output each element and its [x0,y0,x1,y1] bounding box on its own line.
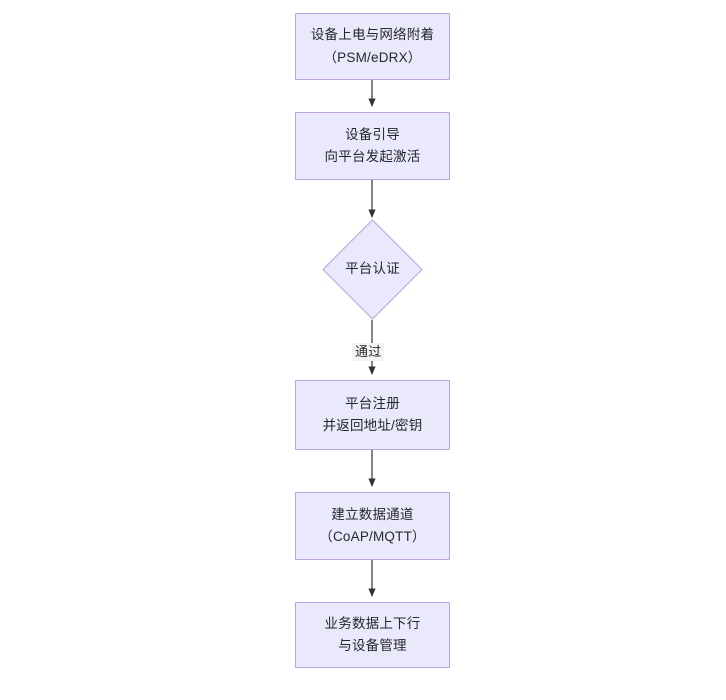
node-device-bootstrap[interactable]: 设备引导 向平台发起激活 [295,112,450,180]
node-business-data-and-device-management[interactable]: 业务数据上下行 与设备管理 [295,602,450,668]
node-platform-authentication[interactable]: 平台认证 [322,219,423,320]
node-label-line1: 设备上电与网络附着 [310,27,435,43]
node-label-line2: （CoAP/MQTT） [319,529,426,544]
node-label-line2: 向平台发起激活 [324,149,421,164]
node-label-line1: 业务数据上下行 [324,615,421,631]
node-label-line1: 平台注册 [345,395,400,411]
node-platform-registration[interactable]: 平台注册 并返回地址/密钥 [295,380,450,450]
edge-label-pass: 通过 [352,343,385,361]
node-establish-data-channel[interactable]: 建立数据通道 （CoAP/MQTT） [295,492,450,560]
node-label-line2: 与设备管理 [338,638,407,653]
node-label-line2: （PSM/eDRX） [323,49,422,65]
node-device-power-on[interactable]: 设备上电与网络附着 （PSM/eDRX） [295,13,450,80]
node-label-line2: 并返回地址/密钥 [322,418,423,433]
node-label-line1: 平台认证 [345,261,400,277]
node-label-line1: 建立数据通道 [331,506,414,522]
node-label-line1: 设备引导 [345,126,400,142]
